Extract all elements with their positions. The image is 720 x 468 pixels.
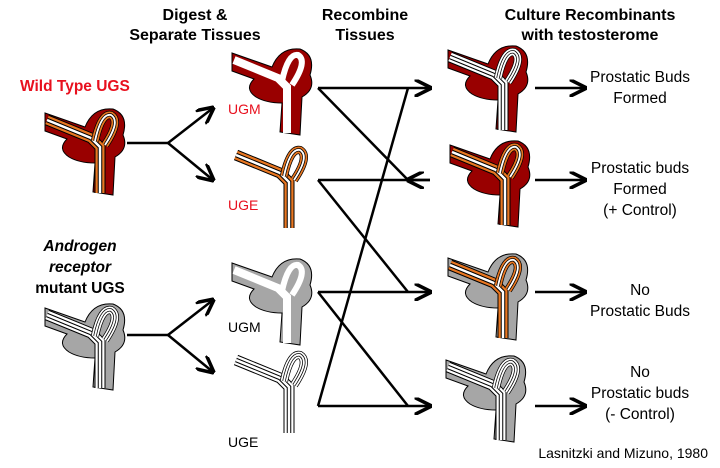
result-line: No — [630, 282, 650, 299]
recombinant-wt-ugm-mut-uge — [448, 45, 529, 132]
mutant-label: Androgen receptor mutant UGS — [20, 236, 140, 299]
mutant-label-line: mutant UGS — [35, 280, 125, 297]
result-line: (+ Control) — [603, 202, 677, 219]
header-line: with testosterome — [521, 27, 659, 44]
recombine-lines — [316, 87, 430, 407]
wild-type-uge — [236, 150, 304, 228]
branch-arrows — [127, 108, 213, 372]
recombinant-mut-ugm-wt-uge — [448, 253, 529, 340]
header-line: Digest & — [162, 7, 228, 24]
result-1: Prostatic Buds Formed — [565, 67, 715, 109]
recombinant-wt-ugm-wt-uge — [450, 140, 531, 227]
recombine-long-diagonal — [316, 87, 410, 407]
wild-type-ugs — [45, 108, 126, 195]
result-line: (- Control) — [605, 406, 675, 423]
result-line: Prostatic buds — [590, 385, 690, 402]
result-2: Prostatic buds Formed (+ Control) — [565, 158, 715, 221]
result-line: No — [630, 364, 650, 381]
result-line: Formed — [613, 90, 667, 107]
mutant-ugs — [45, 303, 126, 390]
mutant-uge — [236, 355, 304, 433]
header-digest: Digest & Separate Tissues — [110, 6, 280, 46]
header-recombine: Recombine Tissues — [300, 6, 430, 46]
result-line: Formed — [613, 181, 667, 198]
header-line: Culture Recombinants — [504, 7, 676, 24]
header-line: Recombine — [321, 7, 409, 24]
citation: Lasnitzki and Mizuno, 1980 — [538, 445, 708, 461]
wild-type-ugm — [232, 48, 313, 135]
result-line: Prostatic Buds — [590, 303, 690, 320]
recombine-diagonal-3 — [317, 291, 409, 407]
recombine-diagonal-2 — [317, 179, 409, 293]
arrow-to-wt-uge — [167, 142, 213, 180]
header-line: Tissues — [335, 27, 395, 44]
result-arrows — [535, 88, 585, 406]
arrow-to-mut-ugm — [167, 300, 213, 336]
recombinant-mut-ugm-mut-uge — [446, 355, 527, 442]
mut-ugm-label: UGM — [228, 319, 261, 335]
result-4: No Prostatic buds (- Control) — [565, 362, 715, 425]
wt-ugm-label: UGM — [228, 101, 261, 117]
result-line: Prostatic buds — [590, 160, 690, 177]
wild-type-label: Wild Type UGS — [20, 78, 130, 95]
mutant-label-line: Androgen — [43, 238, 117, 255]
wt-uge-label: UGE — [228, 197, 259, 213]
header-culture: Culture Recombinants with testosterome — [490, 6, 690, 46]
recombine-diagonal-1 — [317, 87, 409, 181]
mutant-label-line: receptor — [48, 259, 112, 276]
header-line: Separate Tissues — [129, 27, 261, 44]
result-line: Prostatic Buds — [590, 69, 690, 86]
arrow-to-wt-ugm — [167, 108, 213, 144]
mut-uge-label: UGE — [228, 434, 259, 450]
arrow-to-mut-uge — [167, 334, 213, 372]
result-3: No Prostatic Buds — [565, 280, 715, 322]
